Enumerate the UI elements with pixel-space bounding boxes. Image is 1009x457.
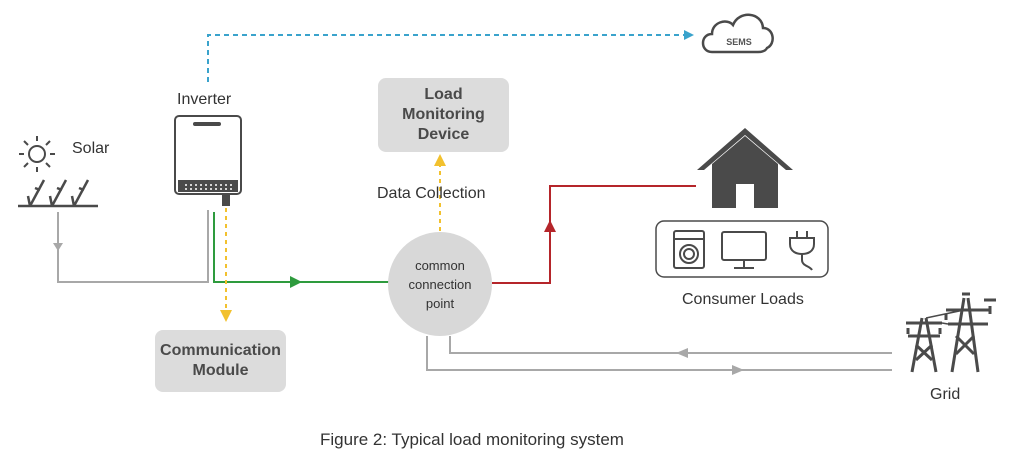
cloud-icon: [701, 13, 774, 54]
grid-import-line: [449, 336, 892, 358]
grid-export-line: [426, 336, 892, 375]
sems-link: [207, 30, 694, 82]
solar-panel-icon: [18, 179, 98, 208]
load-monitoring-device-line-2: Monitoring: [402, 106, 485, 123]
monitor-icon: [721, 231, 767, 269]
figure-caption: Figure 2: Typical load monitoring system: [320, 430, 624, 449]
ccp-line-2: connection: [408, 276, 472, 292]
common-connection-point: common connection point: [388, 232, 492, 336]
solar-dc-line: [53, 210, 209, 283]
grid-label: Grid: [930, 386, 961, 403]
consumer-load-line: [492, 185, 696, 284]
comm-module-link: [220, 208, 232, 322]
ccp-line-1: common: [415, 257, 465, 273]
ccp-line-3: point: [425, 295, 455, 311]
washing-machine-icon: [673, 230, 705, 269]
consumer-loads-box: [655, 220, 829, 278]
communication-module: Communication Module: [155, 330, 286, 392]
plug-icon: [789, 231, 815, 271]
transmission-tower-icon: [906, 292, 996, 373]
load-monitoring-device-line-1: Load: [424, 86, 463, 103]
inverter-ac-line: [213, 212, 390, 288]
consumer-loads-label: Consumer Loads: [682, 291, 804, 308]
load-monitoring-device: Load Monitoring Device: [378, 78, 509, 152]
communication-module-line-1: Communication: [160, 342, 281, 359]
communication-module-line-2: Module: [192, 362, 249, 379]
inverter-icon: [174, 115, 242, 206]
sun-icon: [19, 136, 55, 172]
sems-label: SEMS: [726, 37, 752, 47]
house-icon: [697, 128, 793, 208]
load-monitoring-device-line-3: Device: [417, 126, 470, 143]
data-collection-label: Data Collection: [377, 185, 486, 202]
solar-label: Solar: [72, 140, 110, 157]
inverter-label: Inverter: [177, 91, 232, 108]
data-collection-link: [434, 154, 446, 231]
